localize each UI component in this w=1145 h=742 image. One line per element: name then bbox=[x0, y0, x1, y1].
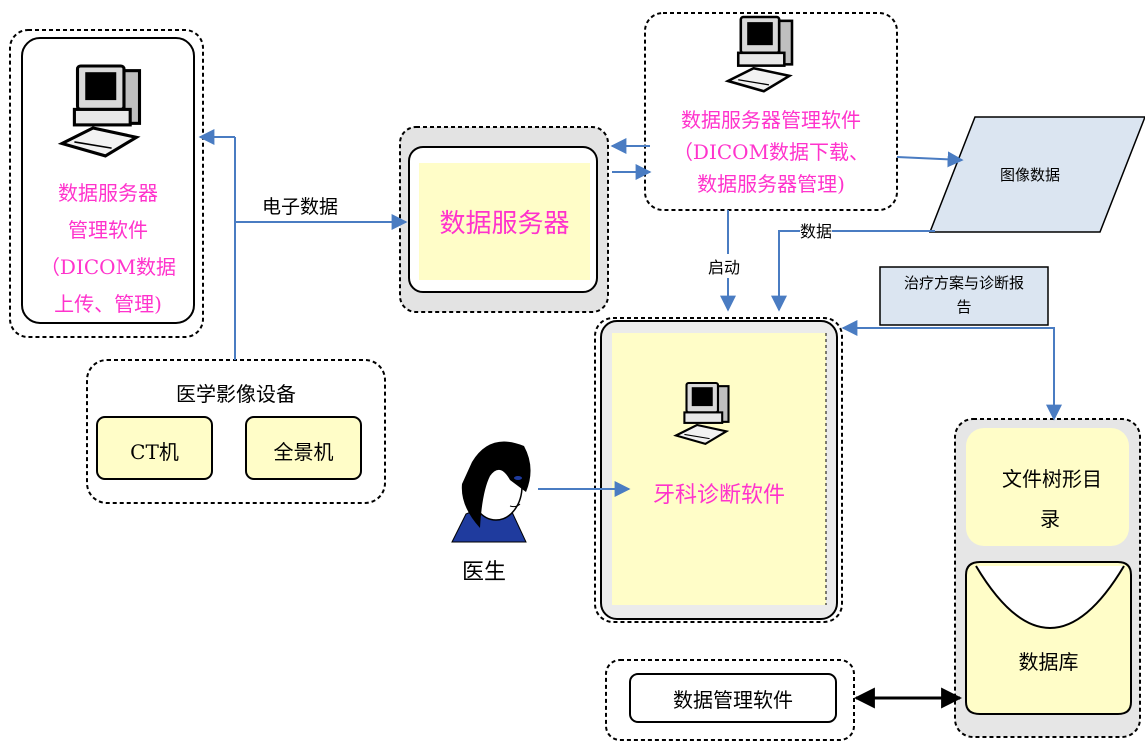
panorama-machine-label: 全景机 bbox=[273, 440, 334, 464]
data-management-box bbox=[605, 659, 855, 741]
data-edge-label: 数据 bbox=[800, 218, 833, 242]
data-server-box bbox=[399, 126, 609, 313]
image-data-shape bbox=[928, 116, 1145, 233]
imaging-devices-title: 医学影像设备 bbox=[176, 382, 296, 406]
storage-box bbox=[954, 418, 1141, 738]
ct-machine-label: CT机 bbox=[130, 440, 179, 464]
electronic-data-label: 电子数据 bbox=[262, 196, 339, 218]
treatment-line: 告 bbox=[956, 298, 972, 316]
left-software-label: 数据服务器 管理软件 （DICOM数据 上传、管理) bbox=[22, 175, 194, 323]
treatment-report-label: 治疗方案与诊断报 告 bbox=[880, 271, 1048, 319]
doctor-label: 医生 bbox=[462, 560, 507, 585]
database-label: 数据库 bbox=[1018, 650, 1079, 674]
left-software-line: 上传、管理) bbox=[54, 292, 162, 316]
treatment-line: 治疗方案与诊断报 bbox=[903, 274, 1024, 292]
file-tree-line: 文件树形目 bbox=[1002, 467, 1102, 491]
data-server-label: 数据服务器 bbox=[439, 209, 570, 239]
file-tree-line: 录 bbox=[1040, 507, 1060, 531]
treatment-report-box bbox=[879, 266, 1049, 326]
connectors bbox=[198, 129, 1062, 497]
start-edge-label: 启动 bbox=[708, 254, 741, 278]
top-software-label: 数据服务器管理软件 （DICOM数据下载、 数据服务器管理) bbox=[645, 104, 897, 200]
top-software-line: （DICOM数据下载、 bbox=[672, 140, 870, 164]
image-data-label: 图像数据 bbox=[999, 166, 1060, 184]
imaging-devices-box bbox=[86, 359, 386, 504]
left-software-line: （DICOM数据 bbox=[39, 255, 177, 279]
left-server-software-box bbox=[9, 29, 204, 338]
dental-software-box bbox=[594, 317, 843, 623]
top-software-line: 数据服务器管理) bbox=[697, 172, 845, 196]
data-management-label: 数据管理软件 bbox=[673, 688, 793, 712]
left-software-line: 管理软件 bbox=[68, 218, 148, 242]
top-server-software-box bbox=[644, 12, 898, 211]
left-software-line: 数据服务器 bbox=[58, 181, 158, 205]
top-software-line: 数据服务器管理软件 bbox=[681, 108, 861, 132]
doctor-figure bbox=[451, 441, 531, 543]
file-tree-label: 文件树形目 录 bbox=[990, 459, 1140, 539]
dental-software-label: 牙科诊断软件 bbox=[652, 483, 785, 508]
